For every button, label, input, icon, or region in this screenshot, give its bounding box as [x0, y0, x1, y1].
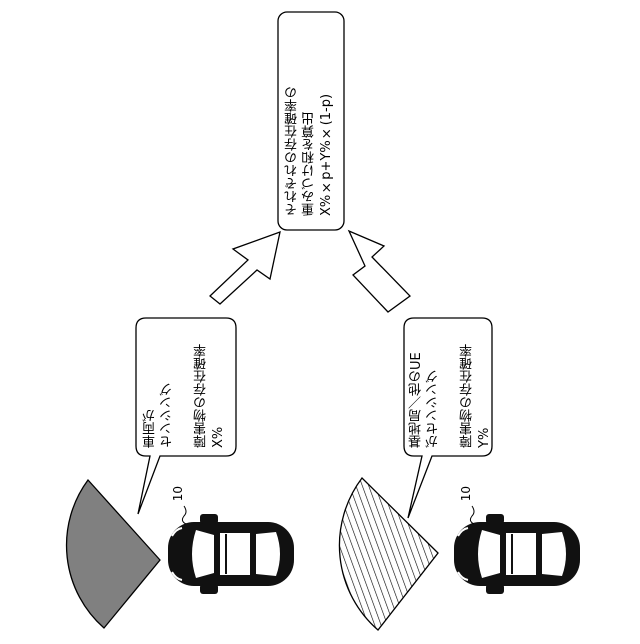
- right-ref-leader: [470, 506, 474, 524]
- result-formula: X%×p+Y%×(1-p): [318, 94, 335, 216]
- right-bubble-line-5: Y%: [476, 428, 493, 448]
- left-bubble-line-4: 障害物の存在確率: [193, 344, 210, 448]
- left-vehicle-ref: 10: [171, 486, 185, 501]
- right-bubble-line-2: がセンシング: [425, 370, 442, 448]
- left-bubble-text: 車両が センシング ​ 障害物の存在確率 X%: [142, 326, 227, 448]
- right-bubble-line-4: 障害物の存在確率: [459, 344, 476, 448]
- left-ref-leader: [182, 506, 186, 524]
- left-bubble-line-2: センシング: [159, 383, 176, 448]
- result-box-text: それぞれの存在確率の 重みづけ和を算出 X%×p+Y%×(1-p): [284, 26, 335, 216]
- right-bubble-line-1: 基地局／他のUE: [408, 352, 425, 448]
- right-vehicle-ref: 10: [459, 486, 473, 501]
- right-up-arrow: [349, 231, 410, 312]
- right-bubble-text: 基地局／他のUE がセンシング ​ 障害物の存在確率 Y%: [408, 326, 493, 448]
- left-bubble-line-1: 車両が: [142, 409, 159, 448]
- left-vehicle-icon: [168, 514, 294, 594]
- vehicle-sensing-area: [67, 480, 160, 628]
- result-line-2: 重みづけ和を算出: [301, 112, 318, 216]
- right-vehicle-icon: [454, 514, 580, 594]
- result-line-1: それぞれの存在確率の: [284, 86, 301, 216]
- base-station-sensing-area: [339, 478, 438, 630]
- left-bubble-line-5: X%: [210, 427, 227, 448]
- left-up-arrow: [210, 232, 280, 304]
